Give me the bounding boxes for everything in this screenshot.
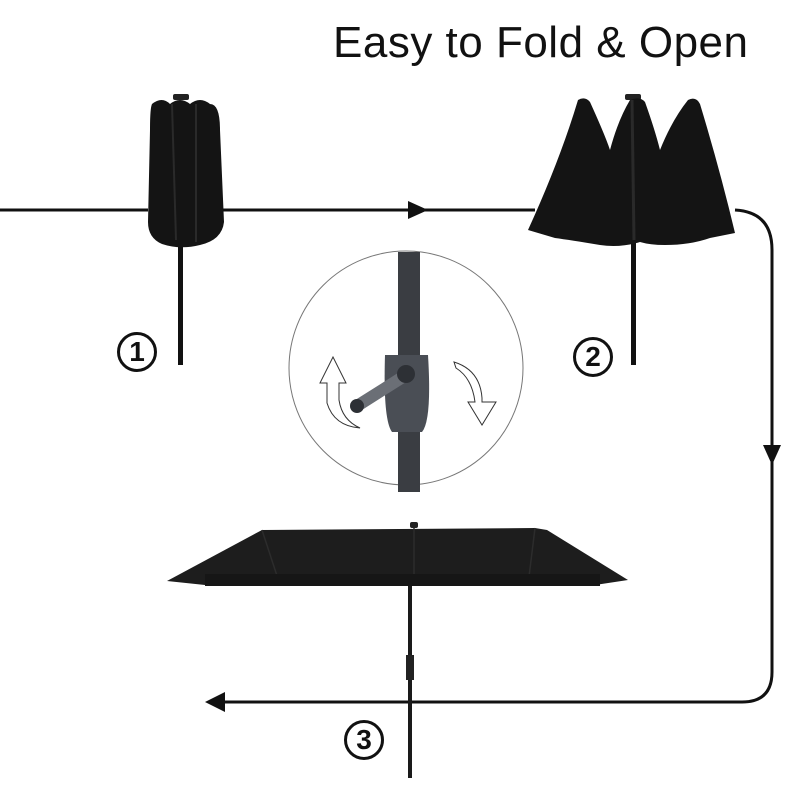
- step-2-badge: 2: [573, 337, 613, 377]
- rotate-down-arrow-icon: [453, 361, 497, 426]
- page-title: Easy to Fold & Open: [333, 18, 749, 67]
- step-3-badge: 3: [344, 720, 384, 760]
- arrow-left-icon: [205, 692, 225, 712]
- arrow-down-icon: [763, 445, 781, 465]
- step-1-badge: 1: [117, 332, 157, 372]
- half-open-umbrella: [528, 94, 735, 365]
- open-umbrella: [167, 522, 628, 778]
- crank-detail: [288, 250, 524, 492]
- folded-umbrella: [148, 94, 224, 365]
- rotate-up-arrow-icon: [319, 355, 361, 429]
- arrow-right-icon: [408, 201, 428, 219]
